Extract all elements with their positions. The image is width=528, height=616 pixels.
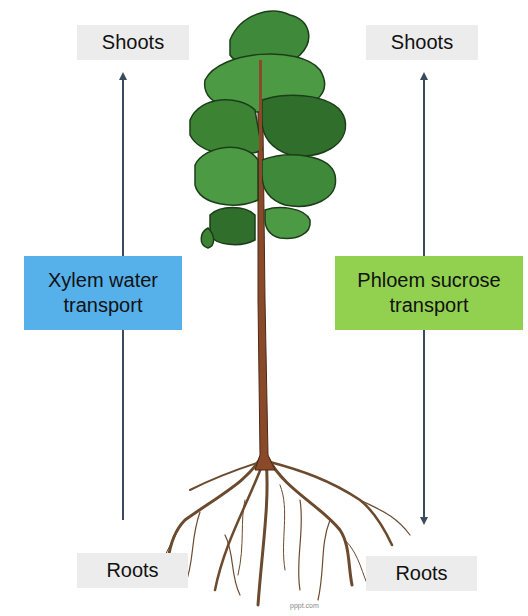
node-text: Roots: [395, 561, 447, 586]
watermark: pppt.com: [290, 602, 319, 609]
foliage: [190, 11, 346, 248]
roots-box: Roots: [366, 556, 477, 591]
shoots-box: Shoots: [366, 25, 478, 60]
node-text: Phloem sucrose transport: [343, 268, 515, 318]
trunk-upper: [259, 60, 262, 250]
node-text: Roots: [106, 558, 158, 583]
roots-box: Roots: [77, 553, 188, 588]
node-text: Shoots: [102, 30, 164, 55]
node-text: Shoots: [391, 30, 453, 55]
phloem-box: Phloem sucrose transport: [335, 256, 523, 330]
xylem-box: Xylem water transport: [24, 256, 182, 330]
shoots-box: Shoots: [77, 25, 189, 60]
node-text: Xylem water transport: [32, 268, 174, 318]
